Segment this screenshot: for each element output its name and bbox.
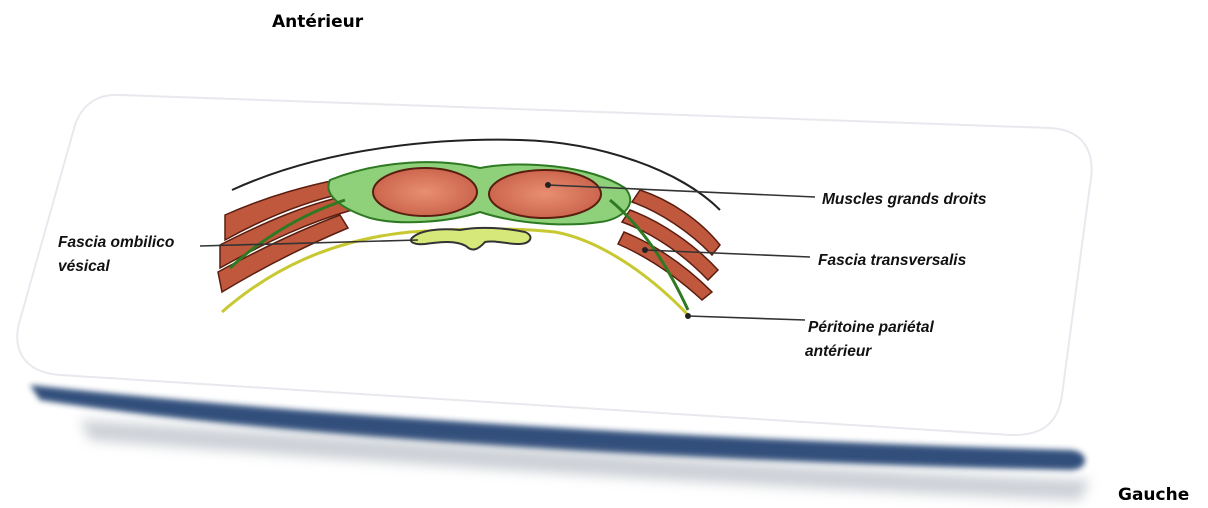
rectus-muscle-left [373, 168, 477, 216]
label-peritoine-line2: antérieur [805, 343, 872, 360]
label-fascia-ombilico-line1: Fascia ombilico [58, 234, 174, 251]
orientation-left-label: Gauche [1118, 485, 1189, 505]
rectus-muscle-right [489, 170, 601, 218]
leader-fascia-transversalis-dot [642, 247, 648, 253]
label-peritoine-line1: Péritoine pariétal [808, 319, 934, 336]
label-fascia-transversalis: Fascia transversalis [818, 252, 967, 269]
label-muscles-grands-droits: Muscles grands droits [822, 191, 987, 208]
label-fascia-ombilico-line2: vésical [58, 258, 110, 275]
leader-muscles-dot [545, 182, 551, 188]
leader-peritoine-dot [685, 313, 691, 319]
